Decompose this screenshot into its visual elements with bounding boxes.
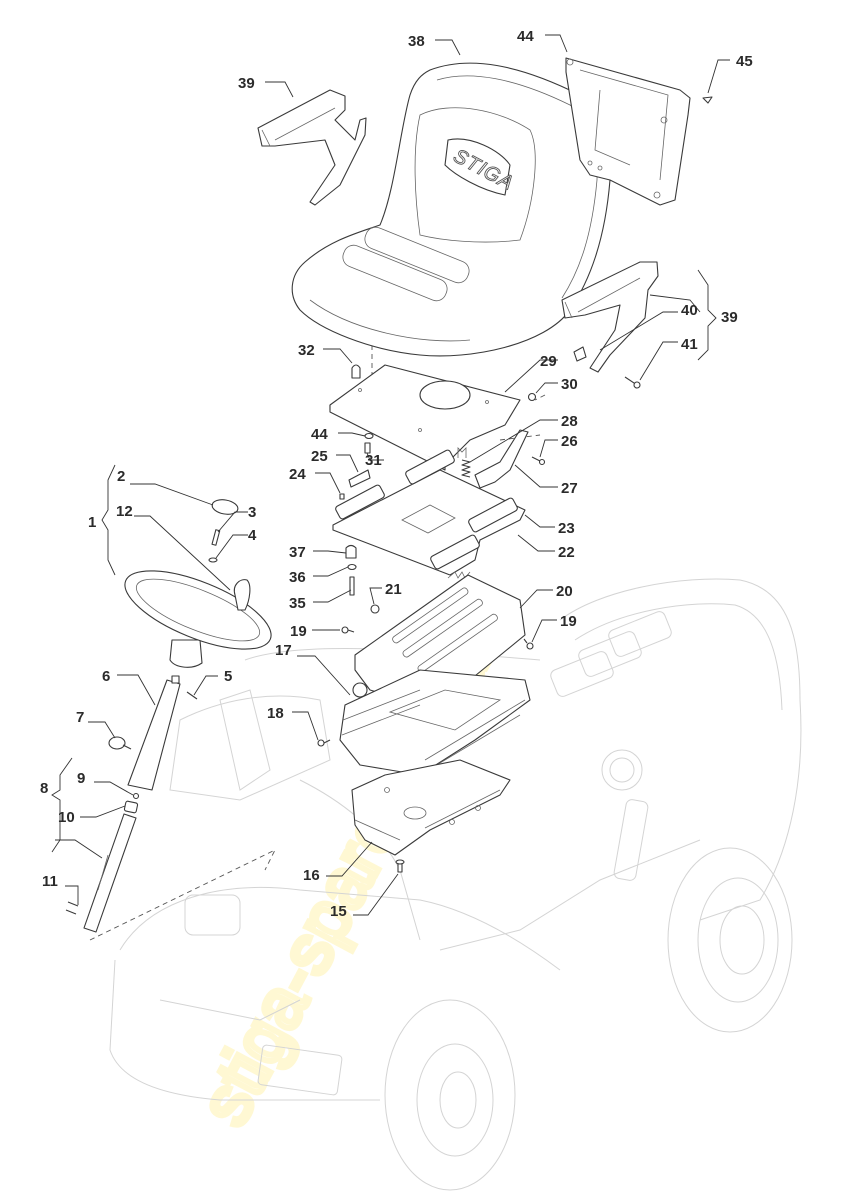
screw-41[interactable] [624, 376, 641, 389]
steering-wheel[interactable] [115, 555, 281, 668]
callout-41[interactable]: 41 [681, 336, 698, 353]
screw-3[interactable] [211, 529, 221, 546]
callout-20[interactable]: 20 [556, 583, 573, 600]
callout-22[interactable]: 22 [558, 544, 575, 561]
steering-cap[interactable] [211, 498, 239, 516]
slide-plate[interactable] [332, 449, 526, 579]
callout-35[interactable]: 35 [289, 595, 306, 612]
seat-plate[interactable] [329, 364, 521, 471]
callout-labels: 38 44 45 39 40 39 41 32 29 30 44 28 26 2… [40, 28, 753, 920]
callout-45[interactable]: 44 [517, 28, 534, 45]
callout-19-left[interactable]: 19 [290, 623, 307, 640]
callout-11[interactable]: 11 [42, 873, 58, 890]
bracket-8 [51, 757, 73, 853]
callout-39-left[interactable]: 39 [238, 75, 255, 92]
nut-9[interactable] [132, 792, 140, 800]
callout-30[interactable]: 30 [561, 376, 578, 393]
rear-storage-tray[interactable] [565, 57, 691, 206]
nut-24[interactable] [339, 493, 345, 500]
armrest-right[interactable] [561, 261, 659, 373]
washer-44[interactable] [364, 432, 374, 440]
callout-21[interactable]: 21 [385, 581, 402, 598]
callout-3[interactable]: 3 [248, 504, 256, 521]
callout-9[interactable]: 9 [77, 770, 85, 787]
callout-16[interactable]: 16 [303, 867, 320, 884]
nut-32[interactable] [351, 364, 361, 379]
bracket-39-right [697, 269, 717, 361]
callout-29[interactable]: 29 [540, 353, 557, 370]
screw-31[interactable] [364, 442, 371, 454]
callout-31[interactable]: 31 [365, 452, 382, 469]
callout-25[interactable]: 25 [311, 448, 328, 465]
callout-17[interactable]: 17 [275, 642, 292, 659]
knob[interactable] [108, 736, 132, 750]
callout-12[interactable]: 12 [116, 503, 133, 520]
callout-10[interactable]: 10 [58, 809, 75, 826]
nut-30[interactable] [527, 392, 537, 402]
screw-19-left[interactable] [341, 626, 355, 634]
lower-steering-column[interactable] [83, 813, 137, 933]
nut-37[interactable] [345, 544, 357, 559]
callout-1[interactable]: 1 [88, 514, 96, 531]
callout-15[interactable]: 15 [330, 903, 347, 920]
clip-25[interactable] [348, 469, 371, 488]
callout-27[interactable]: 27 [561, 480, 578, 497]
screw-35[interactable] [349, 576, 355, 596]
washer-36[interactable] [347, 563, 357, 571]
seat[interactable]: STIGA [291, 62, 611, 357]
screw-18[interactable] [317, 739, 331, 747]
callout-18[interactable]: 18 [267, 705, 284, 722]
plug[interactable] [702, 96, 713, 104]
adjust-lever[interactable] [474, 429, 529, 489]
callout-2[interactable]: 2 [117, 468, 125, 485]
callout-8[interactable]: 8 [40, 780, 48, 797]
callout-28[interactable]: 28 [561, 413, 578, 430]
bushing[interactable] [123, 800, 139, 814]
callout-39-right[interactable]: 39 [721, 309, 738, 326]
screw-19-right[interactable] [523, 638, 534, 650]
callout-6[interactable]: 6 [102, 668, 110, 685]
callout-26[interactable]: 26 [561, 433, 578, 450]
callout-23[interactable]: 23 [558, 520, 575, 537]
callout-32[interactable]: 32 [298, 342, 315, 359]
callout-44[interactable]: 44 [311, 426, 328, 443]
upper-steering-column[interactable] [127, 675, 181, 791]
callout-37[interactable]: 37 [289, 544, 306, 561]
callout-7[interactable]: 7 [76, 709, 84, 726]
spring[interactable] [461, 459, 471, 478]
washer-4[interactable] [208, 557, 218, 563]
callout-36[interactable]: 36 [289, 569, 306, 586]
seat-support-bracket[interactable] [351, 759, 511, 856]
nut-21[interactable] [370, 604, 380, 614]
leader-lines [55, 34, 730, 916]
pin-5[interactable] [186, 691, 198, 700]
callout-5[interactable]: 5 [224, 668, 232, 685]
suspension-bellows[interactable] [339, 669, 531, 776]
callout-40[interactable]: 40 [681, 302, 698, 319]
callout-38[interactable]: 38 [408, 33, 425, 50]
callout-19-right[interactable]: 19 [560, 613, 577, 630]
clip[interactable] [573, 346, 587, 362]
callout-46[interactable]: 45 [736, 53, 753, 70]
bracket-1 [101, 464, 116, 576]
callout-4[interactable]: 4 [248, 527, 257, 544]
bolt-15[interactable] [395, 859, 405, 873]
callout-24[interactable]: 24 [289, 466, 306, 483]
pins-11[interactable] [65, 901, 79, 915]
screw-26[interactable] [531, 456, 546, 466]
armrest-left[interactable] [257, 89, 367, 206]
